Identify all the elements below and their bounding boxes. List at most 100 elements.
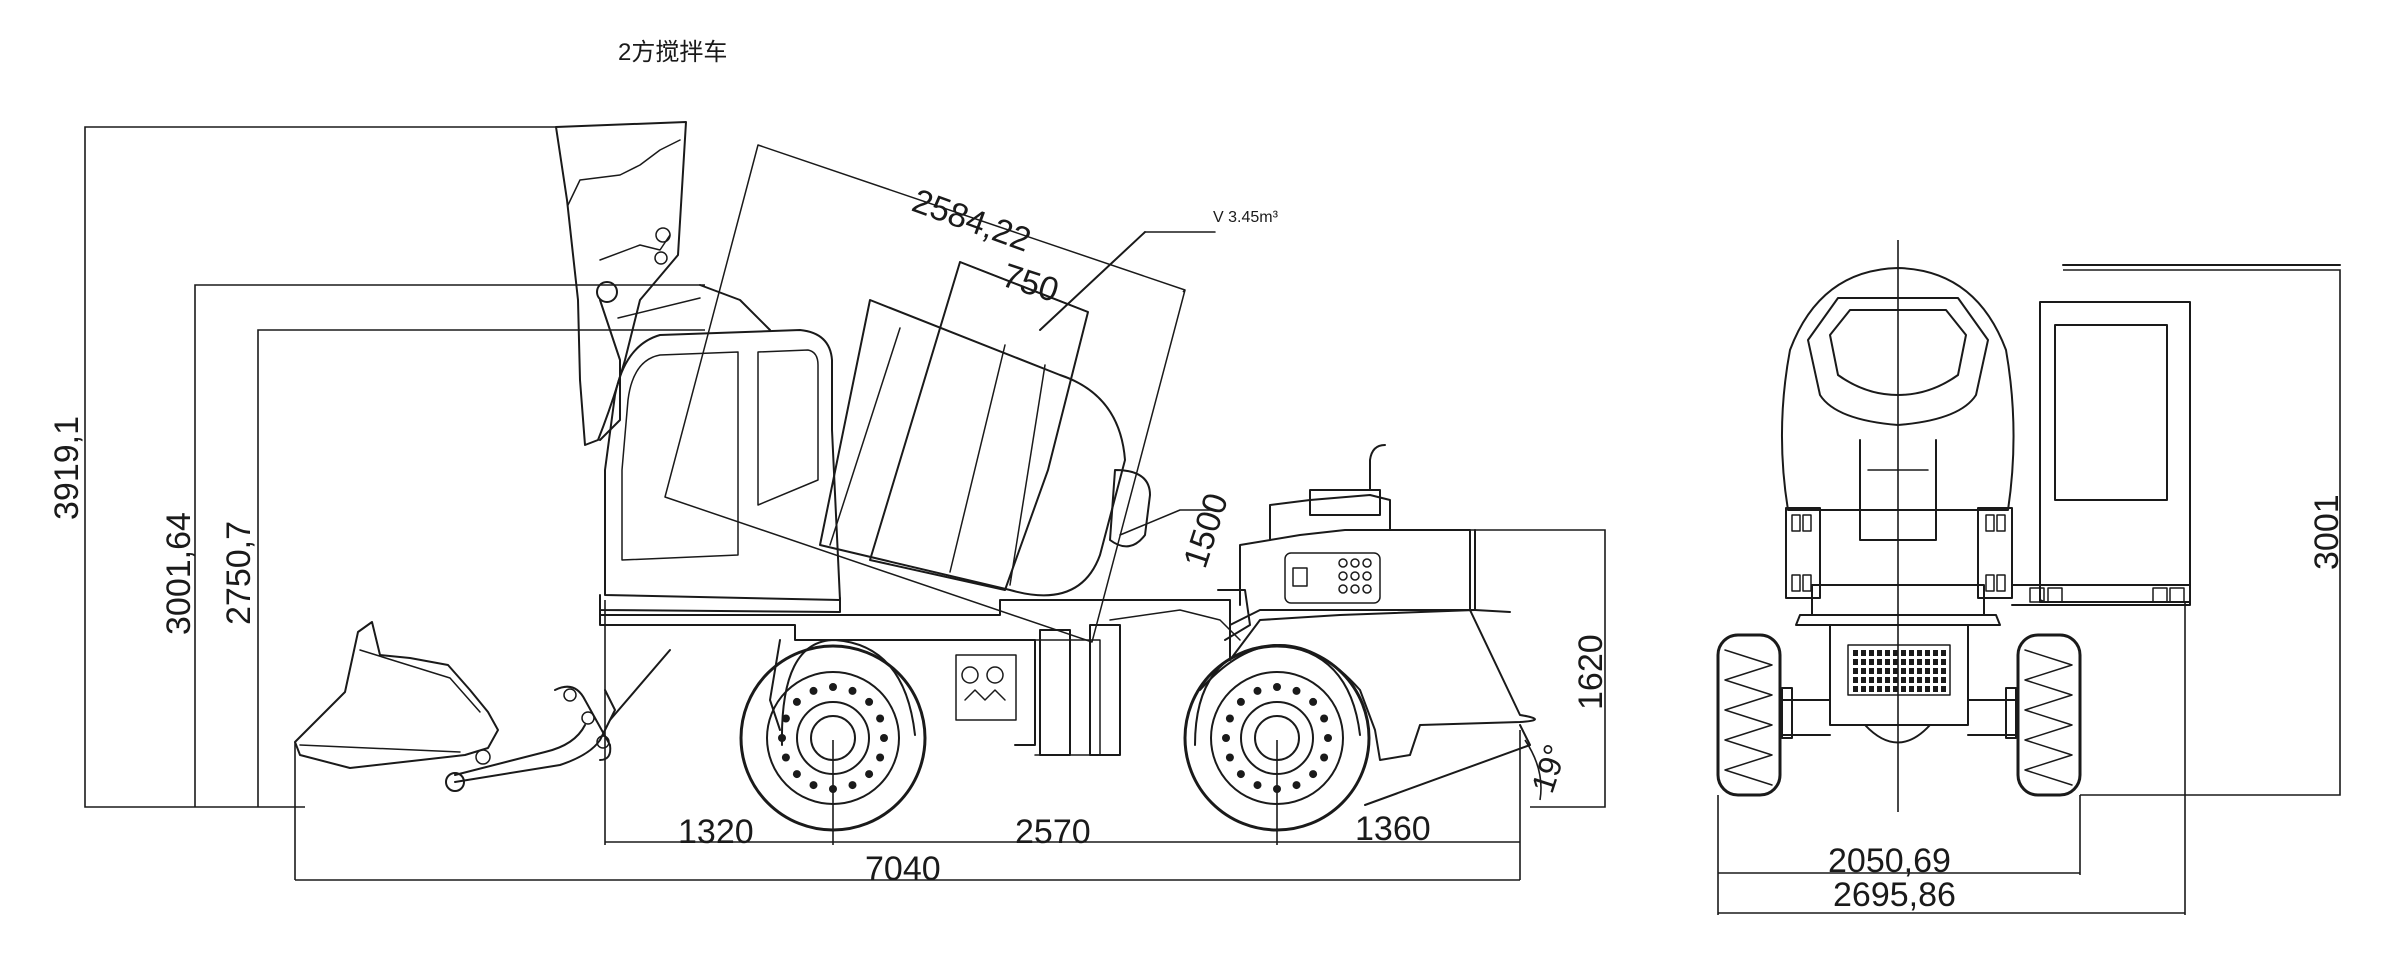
wheel-bolt bbox=[848, 781, 857, 790]
loader-boom bbox=[599, 284, 771, 441]
grille-slot bbox=[1885, 668, 1890, 674]
grille-slot bbox=[1877, 650, 1882, 656]
grille-slot bbox=[1917, 668, 1922, 674]
hood-height-label: 1620 bbox=[1572, 634, 1610, 710]
grille-slot bbox=[1901, 677, 1906, 683]
grille-slot bbox=[1885, 677, 1890, 683]
grille-slot bbox=[1933, 668, 1938, 674]
grille-slot bbox=[1909, 677, 1914, 683]
wheel-bolt bbox=[809, 686, 818, 695]
grille-slot bbox=[1877, 677, 1882, 683]
grille-slot bbox=[1941, 668, 1946, 674]
departure-angle-label: 19° bbox=[1524, 740, 1573, 797]
grille-slot bbox=[1861, 650, 1866, 656]
rear-left-tire bbox=[1716, 633, 1793, 797]
grille-slot bbox=[1901, 659, 1906, 665]
grille-slot bbox=[1869, 668, 1874, 674]
grille-slot bbox=[1885, 650, 1890, 656]
grille-slot bbox=[1933, 677, 1938, 683]
wheel-bolt bbox=[1324, 734, 1332, 742]
wheel-bolt bbox=[781, 714, 790, 723]
grille-slot bbox=[1925, 677, 1930, 683]
height-dimension-lines bbox=[84, 126, 705, 808]
wheel-bolt bbox=[1320, 753, 1329, 762]
hood-dimension-lines bbox=[1470, 529, 1606, 808]
total-length-label: 7040 bbox=[865, 850, 941, 888]
grille-slot bbox=[1869, 650, 1874, 656]
grille-slot bbox=[1925, 668, 1930, 674]
length-dimension-lines bbox=[294, 600, 1521, 881]
grille-slot bbox=[1853, 659, 1858, 665]
wheelbase-label: 2570 bbox=[1015, 813, 1091, 851]
grille-slot bbox=[1901, 668, 1906, 674]
rear-side-panel bbox=[2039, 264, 2341, 603]
grille-slot bbox=[1893, 668, 1898, 674]
wheel-bolt bbox=[1292, 686, 1301, 695]
grille-slot bbox=[1941, 650, 1946, 656]
rear-right-tire bbox=[2005, 633, 2082, 797]
rear-height-label: 3001 bbox=[2308, 494, 2346, 570]
grille-slot bbox=[1853, 686, 1858, 692]
wheel-bolt bbox=[1236, 770, 1245, 779]
grille-slot bbox=[1933, 686, 1938, 692]
rear-dimension-lines bbox=[1717, 269, 2341, 915]
grille-slot bbox=[1917, 659, 1922, 665]
grille-slot bbox=[1893, 686, 1898, 692]
wheel-bolt bbox=[781, 753, 790, 762]
grille-slot bbox=[1861, 677, 1866, 683]
grille-slot bbox=[1885, 686, 1890, 692]
grille-slot bbox=[1861, 686, 1866, 692]
wheel-bolt bbox=[865, 697, 874, 706]
rear-chassis bbox=[1779, 507, 2191, 744]
grille-slot bbox=[1925, 686, 1930, 692]
grille-slot bbox=[1925, 659, 1930, 665]
grille-slot bbox=[1909, 668, 1914, 674]
loader-bucket-lowered bbox=[294, 621, 671, 792]
grille-slot bbox=[1893, 677, 1898, 683]
grille-slot bbox=[1869, 677, 1874, 683]
grille-slot bbox=[1853, 650, 1858, 656]
drum-diameter-label: 1500 bbox=[1176, 489, 1236, 573]
wheel-bolt bbox=[1320, 714, 1329, 723]
grille-slot bbox=[1941, 686, 1946, 692]
rear-view: 3001 2050,69 2695,86 bbox=[1716, 240, 2346, 915]
cab-height-label: 3001,64 bbox=[160, 512, 198, 635]
drum-height-label: 2750,7 bbox=[220, 521, 258, 625]
track-width-label: 2050,69 bbox=[1828, 842, 1951, 880]
grille-slot bbox=[1917, 650, 1922, 656]
wheel-bolt bbox=[865, 770, 874, 779]
wheel-bolt bbox=[778, 734, 786, 742]
mixer-drum bbox=[664, 144, 1216, 643]
drawing-title: 2方搅拌车 bbox=[618, 39, 727, 66]
wheel-bolt bbox=[792, 697, 801, 706]
wheel-bolt bbox=[1292, 781, 1301, 790]
grille-slot bbox=[1869, 686, 1874, 692]
wheel-bolt bbox=[1222, 734, 1230, 742]
wheel-bolt bbox=[876, 753, 885, 762]
volume-label: V 3.45m³ bbox=[1213, 209, 1279, 226]
grille-slot bbox=[1853, 668, 1858, 674]
grille-slot bbox=[1877, 659, 1882, 665]
grille-slot bbox=[1941, 659, 1946, 665]
wheel-bolt bbox=[1309, 770, 1318, 779]
wheel-bolt bbox=[1253, 686, 1262, 695]
wheel-bolt bbox=[809, 781, 818, 790]
total-width-label: 2695,86 bbox=[1833, 876, 1956, 914]
side-view: 3919,1 3001,64 2750,7 2584,22 750 1500 V… bbox=[48, 121, 1610, 888]
rear-overhang-label: 1360 bbox=[1355, 810, 1431, 848]
grille-slot bbox=[1925, 650, 1930, 656]
overall-height-label: 3919,1 bbox=[48, 416, 86, 520]
wheel-bolt bbox=[1225, 753, 1234, 762]
grille-slot bbox=[1861, 668, 1866, 674]
loader-bucket-raised bbox=[555, 121, 701, 446]
grille-slot bbox=[1877, 668, 1882, 674]
grille-slot bbox=[1909, 686, 1914, 692]
chassis bbox=[599, 529, 1476, 756]
grille-slot bbox=[1877, 686, 1882, 692]
wheel-bolt bbox=[880, 734, 888, 742]
wheel-bolt bbox=[1309, 697, 1318, 706]
drum-top-label: 750 bbox=[998, 256, 1064, 310]
wheel-bolt bbox=[792, 770, 801, 779]
engine-hood bbox=[1199, 444, 1536, 806]
